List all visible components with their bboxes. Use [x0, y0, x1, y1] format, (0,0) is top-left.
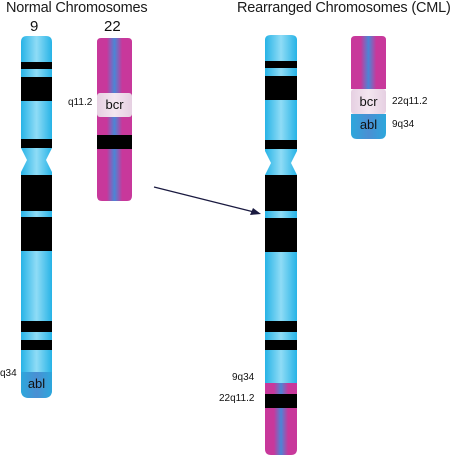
normal-chromosomes-heading: Normal Chromosomes	[6, 0, 148, 16]
chromosome-9-band	[21, 175, 52, 211]
chromosome-9-band	[21, 139, 52, 148]
derivative-9-22q11-label: 22q11.2	[219, 393, 255, 404]
chromosome-22	[97, 38, 132, 201]
derivative-9-q34-label: 9q34	[232, 372, 255, 383]
chromosome-22-bcr-region	[97, 93, 132, 117]
derivative-9-band	[265, 76, 297, 100]
chromosome-9-band	[21, 77, 52, 101]
derivative-9-band	[265, 61, 297, 68]
philadelphia-abl-label: abl	[359, 117, 378, 132]
derivative-9-band	[265, 394, 297, 408]
derivative-9-chr22-segment	[265, 383, 297, 455]
derivative-9-band	[265, 140, 297, 149]
chromosome-9-band	[21, 62, 52, 69]
chromosome-9-band	[21, 321, 52, 332]
derivative-9-band	[265, 175, 297, 211]
chromosome-22-number: 22	[104, 18, 121, 35]
philadelphia-chromosome	[351, 36, 386, 139]
chromosome-22-band	[97, 135, 132, 149]
translocation-arrow	[153, 186, 261, 215]
chromosome-9-number: 9	[30, 18, 39, 35]
chromosome-9-band	[21, 340, 52, 350]
derivative-9-band	[265, 218, 297, 252]
derivative-9-band	[265, 340, 297, 350]
chromosome-22-bcr-label: bcr	[105, 97, 124, 112]
rearranged-chromosomes-heading: Rearranged Chromosomes (CML)	[237, 0, 450, 16]
philadelphia-abl-region	[351, 114, 386, 139]
chromosome-9	[21, 36, 52, 398]
chromosome-9-band	[21, 217, 52, 251]
chromosome-9-abl-label: abl	[27, 376, 46, 391]
philadelphia-bcr-label: bcr	[359, 94, 378, 109]
philadelphia-9q34-label: 9q34	[392, 119, 415, 130]
chromosome-9-abl-region	[21, 372, 52, 398]
philadelphia-22q11-label: 22q11.2	[392, 96, 428, 107]
derivative-chromosome-9	[265, 35, 297, 455]
philadelphia-bcr-region	[351, 89, 386, 114]
chromosome-9-q34-label: q34	[0, 368, 17, 379]
chromosome-22-q11-label: q11.2	[68, 97, 93, 108]
derivative-9-band	[265, 321, 297, 332]
